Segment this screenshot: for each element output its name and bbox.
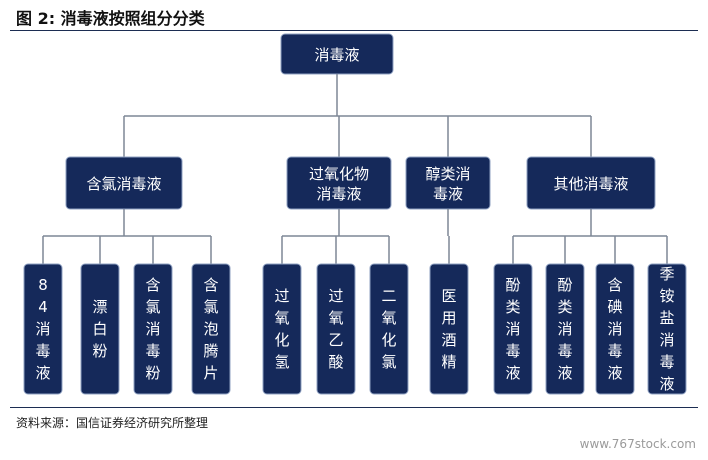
leaf-node: [545, 263, 585, 395]
category-node-label: 醇类消: [425, 165, 470, 183]
category-node-label: 其他消毒液: [553, 175, 628, 193]
source-note: 资料来源：国信证券经济研究所整理: [16, 416, 209, 430]
leaf-node: [647, 263, 687, 395]
leaf-node: [429, 263, 469, 395]
category-node-label: 毒液: [433, 185, 463, 203]
leaf-node: [23, 263, 63, 395]
category-node-label: 过氧化物: [309, 165, 369, 183]
leaf-node-label: 含氯消毒粉: [145, 276, 160, 382]
root-node-label: 消毒液: [314, 46, 359, 64]
leaf-node: [191, 263, 231, 395]
leaf-node-label: 医用酒精: [441, 287, 456, 371]
leaf-node: [133, 263, 173, 395]
category-node-label: 含氯消毒液: [86, 175, 161, 193]
leaf-node: [595, 263, 635, 395]
figure-title: 图 2: 消毒液按照组分分类: [16, 9, 205, 28]
leaf-node-label: 过氧乙酸: [328, 287, 343, 371]
leaf-node-label: 季铵盐消毒液: [659, 265, 674, 393]
leaf-node-label: 酚类消毒液: [505, 276, 520, 382]
leaf-node-label: 漂白粉: [92, 298, 107, 360]
category-node-label: 消毒液: [316, 185, 361, 203]
leaf-node: [493, 263, 533, 395]
leaf-node-label: 二氧化氯: [381, 287, 396, 371]
leaf-node: [80, 263, 120, 395]
leaf-node: [369, 263, 409, 395]
bottom-rule: [10, 407, 698, 408]
leaf-node-label: 酚类消毒液: [557, 276, 572, 382]
leaf-node-label: 含碘消毒液: [607, 276, 622, 382]
leaf-node: [316, 263, 356, 395]
leaf-node: [262, 263, 302, 395]
leaf-node-label: 过氧化氢: [274, 287, 289, 371]
watermark: www.767stock.com: [579, 437, 696, 451]
leaf-node-label: 含氯泡腾片: [203, 276, 218, 382]
top-rule: [10, 30, 698, 31]
